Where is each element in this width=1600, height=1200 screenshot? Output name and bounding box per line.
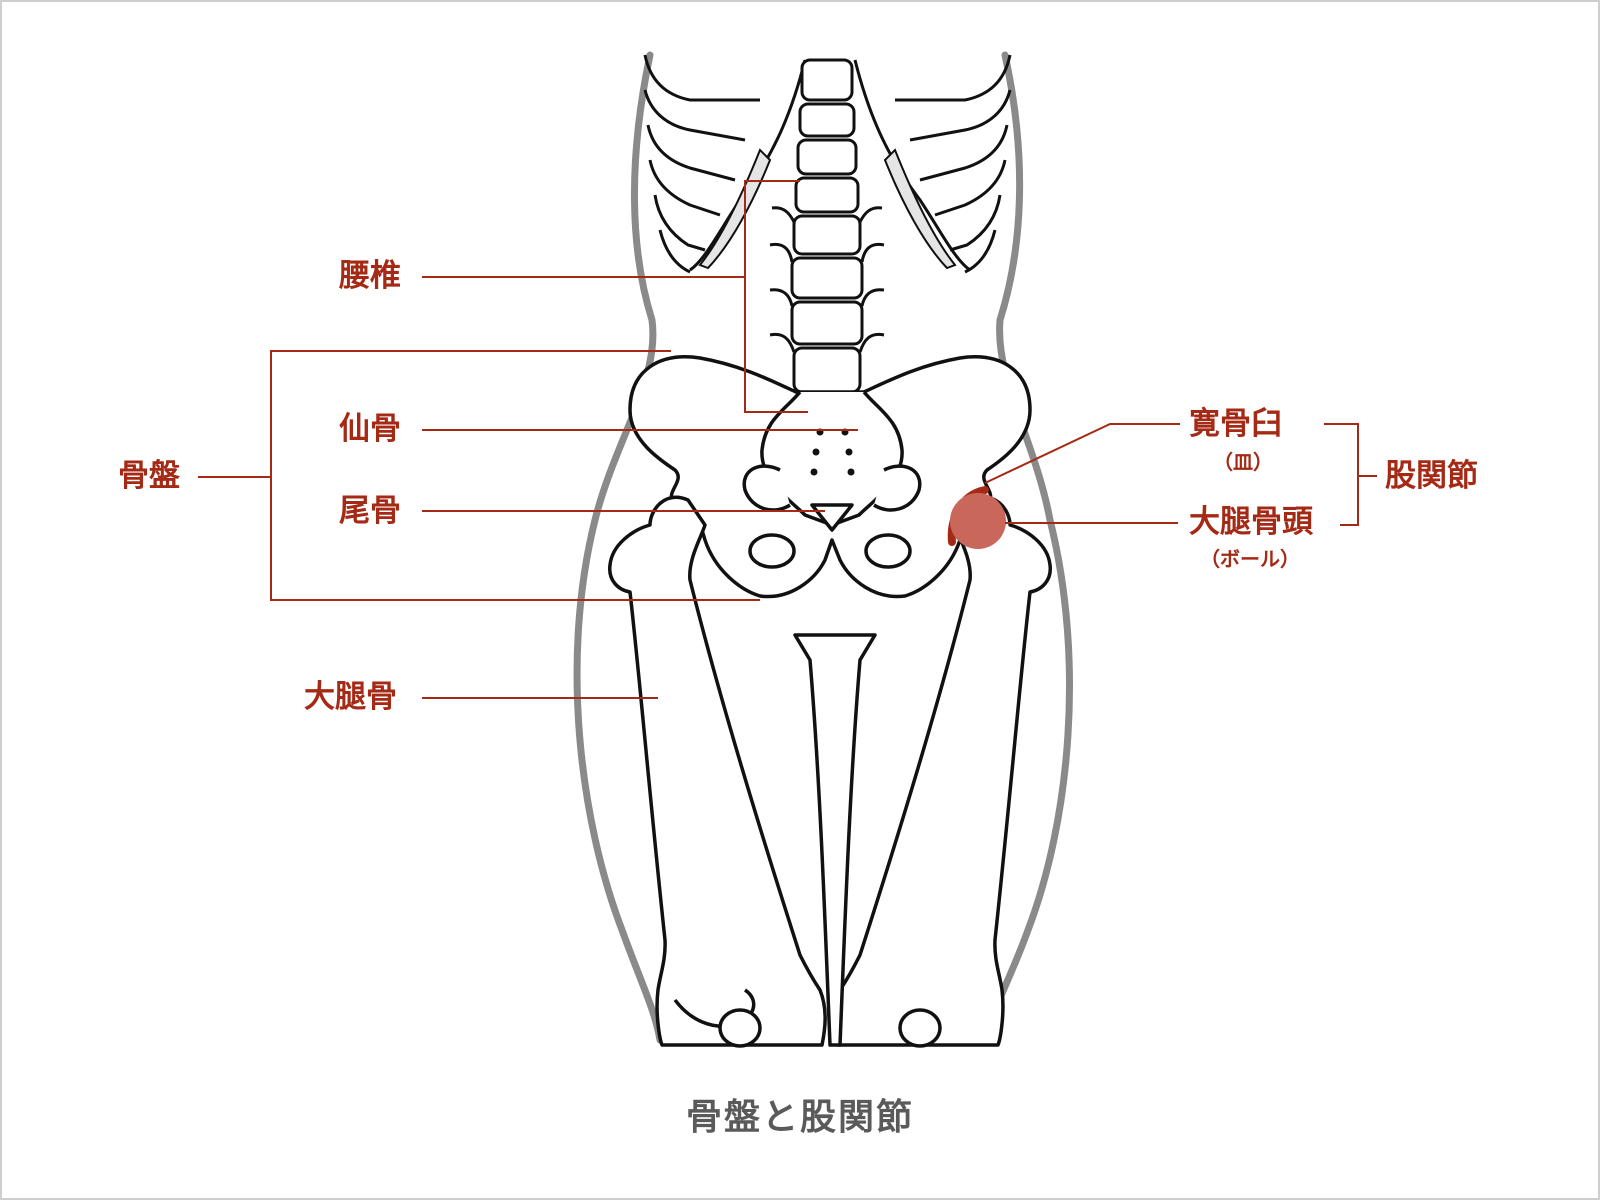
leg-gap bbox=[793, 633, 877, 1047]
femur-right bbox=[833, 495, 1052, 1048]
femur-label: 大腿骨 bbox=[304, 679, 397, 715]
acetabulum-leader bbox=[984, 423, 1180, 484]
diagram-caption: 骨盤と股関節 bbox=[685, 1096, 914, 1138]
pelvis-bone bbox=[628, 355, 1032, 599]
spine bbox=[769, 58, 885, 394]
ribcage bbox=[643, 54, 1012, 274]
acetabulum-label: 寛骨臼 bbox=[1189, 406, 1282, 442]
femoral-head-highlight bbox=[950, 493, 1006, 549]
lumbar-label: 腰椎 bbox=[339, 258, 401, 294]
femoral-head-note: （ボール） bbox=[1200, 547, 1300, 571]
sacrum-label: 仙骨 bbox=[339, 411, 401, 447]
femur-left bbox=[608, 495, 827, 1048]
hip-joint-label: 股関節 bbox=[1385, 458, 1478, 494]
pelvis-bracket bbox=[270, 350, 760, 601]
femoral-head-label: 大腿骨頭 bbox=[1189, 504, 1313, 540]
pelvis-label: 骨盤 bbox=[118, 458, 180, 494]
lumbar-bracket bbox=[744, 180, 808, 413]
leader-lines bbox=[198, 180, 1377, 699]
hip-joint-bracket bbox=[1324, 423, 1377, 526]
coccyx-label: 尾骨 bbox=[339, 493, 401, 529]
costal-cartilage bbox=[698, 148, 957, 270]
body-outline bbox=[573, 51, 1074, 1044]
acetabulum-note: （皿） bbox=[1213, 450, 1273, 474]
